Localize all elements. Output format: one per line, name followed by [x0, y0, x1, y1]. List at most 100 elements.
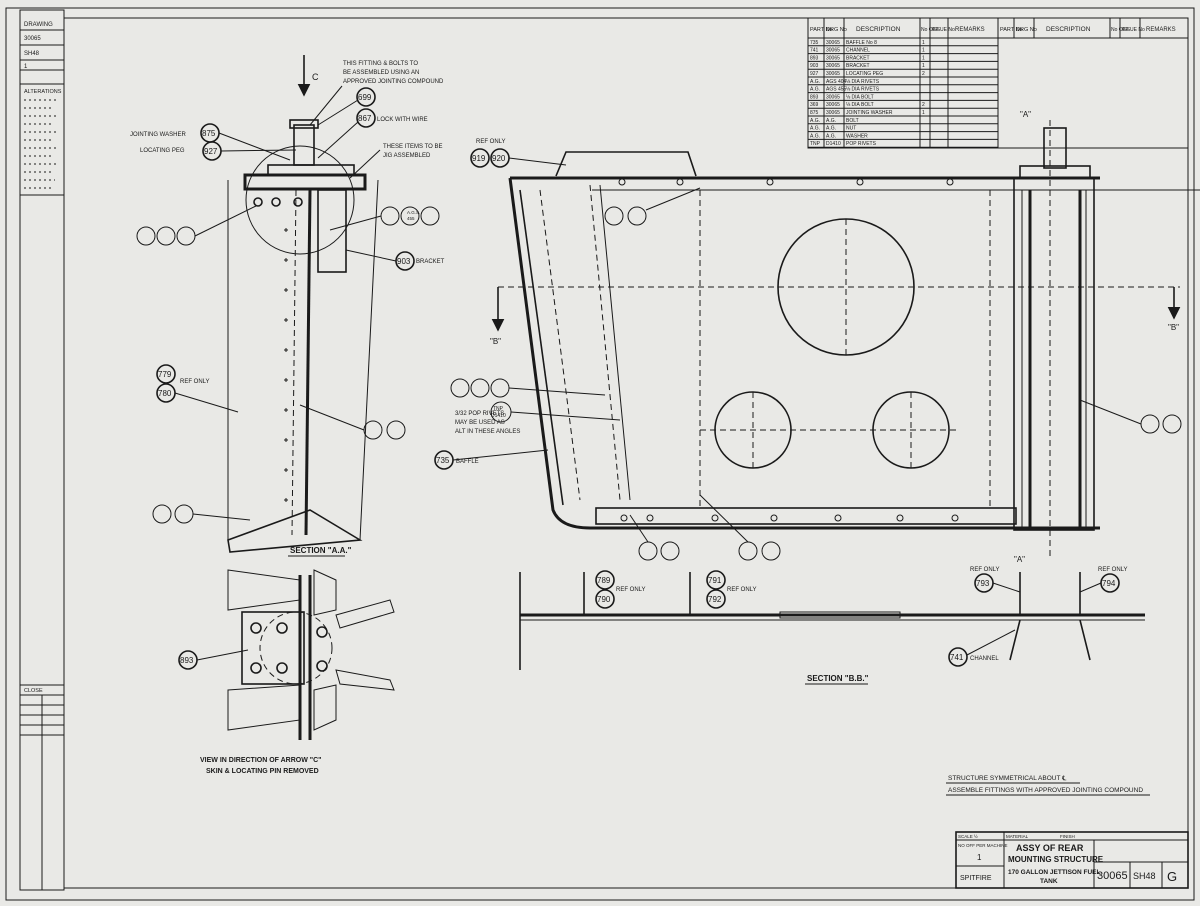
balloon-867-label: 867 — [358, 114, 372, 123]
title-material: MATERIAL — [1006, 834, 1029, 839]
arrow-c-label: C — [312, 72, 319, 82]
table-cell: 735 — [810, 40, 819, 46]
table-cell: 1 — [922, 48, 925, 54]
balloon-741 — [948, 647, 968, 667]
note-these-items-1: THESE ITEMS TO BE — [383, 144, 442, 150]
table-cell: BRACKET — [846, 55, 870, 61]
table-cell: 30065 — [826, 71, 840, 77]
table-cell: A.G. — [826, 126, 836, 132]
cut-a-bottom: "A" — [1014, 555, 1025, 564]
note-locating-peg: LOCATING PEG — [140, 148, 185, 154]
title-line-1: ASSY OF REAR — [1016, 843, 1084, 853]
table-cell: 927 — [810, 71, 819, 77]
balloon-792-label: 792 — [708, 595, 722, 604]
balloon-779 — [156, 364, 176, 384]
rivet-tag-group-9 — [1079, 399, 1182, 434]
table-header-remarks-r: REMARKS — [1146, 27, 1176, 33]
title-block: SCALE ½ MATERIAL FINISH NO OFF PER MACHI… — [955, 831, 1189, 889]
note-these-items-2: JIG ASSEMBLED — [383, 153, 431, 159]
table-cell: 369 — [810, 102, 819, 108]
balloon-791 — [706, 570, 726, 590]
table-cell: A.G. — [810, 126, 820, 132]
table-cell: AGS 404 — [826, 79, 847, 85]
table-cell: 30065 — [826, 40, 840, 46]
balloon-794-label: 794 — [1102, 579, 1116, 588]
note-assemble-fittings: ASSEMBLE FITTINGS WITH APPROVED JOINTING… — [948, 787, 1143, 794]
note-jointing-washer: JOINTING WASHER — [130, 132, 186, 138]
table-cell: 893 — [810, 94, 819, 100]
rivet-tag-ags-2: 455 — [407, 216, 415, 221]
table-header-issue-r: ISSUE No — [1122, 27, 1145, 33]
balloon-699 — [356, 87, 376, 107]
table-cell: TNP — [810, 141, 821, 147]
note-structure-symmetrical: STRUCTURE SYMMETRICAL ABOUT ℄ — [948, 775, 1067, 782]
note-lock-wire: LOCK WITH WIRE — [377, 117, 428, 123]
balloon-875-label: 875 — [202, 129, 216, 138]
balloon-793-label: 793 — [976, 579, 990, 588]
table-cell: 1 — [922, 63, 925, 69]
note-pop-rivets-3: ALT IN THESE ANGLES — [455, 429, 520, 435]
note-ref-only-794: REF ONLY — [1098, 567, 1128, 573]
table-cell: A.G. — [810, 118, 820, 124]
table-cell: POP RIVETS — [846, 141, 877, 147]
table-header-issue: ISSUE No — [932, 27, 955, 33]
table-cell: A.G. — [826, 133, 836, 139]
section-aa-label: SECTION "A.A." — [290, 546, 352, 555]
note-baffle: BAFFLE — [456, 459, 479, 465]
title-sheet-ref: SH48 — [1133, 871, 1156, 881]
balloon-792 — [706, 589, 726, 609]
arrow-c-view: 893 VIEW IN DIRECTION OF ARROW "C" SKIN … — [178, 569, 395, 775]
title-no-off: NO OFF PER MACHINE — [958, 843, 1008, 848]
table-cell: ⅛ DIA BOLT — [846, 94, 874, 100]
view-arrow-note-2: SKIN & LOCATING PIN REMOVED — [206, 768, 319, 775]
rivet-tag-group-1 — [136, 205, 257, 246]
table-cell: 30065 — [826, 63, 840, 69]
rivet-tag-group-3 — [299, 404, 406, 440]
rivet-tag-group-7 — [629, 514, 680, 561]
section-bb-label: SECTION "B.B." — [807, 674, 869, 683]
table-cell: CHANNEL — [846, 48, 870, 54]
table-cell: 741 — [810, 48, 819, 54]
outer-border — [5, 7, 1195, 901]
balloon-789-label: 789 — [597, 576, 611, 585]
balloon-893-label: 893 — [180, 656, 194, 665]
note-fitting-2: BE ASSEMBLED USING AN — [343, 70, 419, 76]
table-cell: 30065 — [826, 55, 840, 61]
rivet-tag-group-6 — [450, 378, 606, 398]
title-issue: G — [1167, 869, 1177, 884]
table-cell: JOINTING WASHER — [846, 110, 893, 116]
balloon-790-label: 790 — [597, 595, 611, 604]
title-aircraft: SPITFIRE — [960, 875, 992, 882]
balloon-919 — [470, 148, 490, 168]
rivet-tag-group-2 — [329, 206, 440, 231]
balloon-790 — [595, 589, 615, 609]
note-ref-only-779: REF ONLY — [180, 379, 210, 385]
main-elevation: 919 920 REF ONLY — [470, 110, 1200, 564]
note-bracket: BRACKET — [416, 259, 445, 265]
note-ref-only-919: REF ONLY — [476, 139, 506, 145]
table-header-off: No OFF — [921, 27, 939, 33]
rivet-tag-group-5 — [604, 187, 701, 226]
side-strip-label-3: 1 — [24, 64, 28, 70]
tnp-tag-line-1: TNP — [493, 406, 504, 412]
table-cell: 1 — [922, 55, 925, 61]
table-cell: 893 — [810, 55, 819, 61]
section-aa-annotations: THIS FITTING & BOLTS TO BE ASSEMBLED USI… — [130, 61, 445, 524]
title-quantity: 1 — [977, 853, 982, 862]
table-cell: ⅛ DIA BOLT — [846, 102, 874, 108]
side-strip-label-2: SH48 — [24, 51, 40, 57]
note-pop-rivets-2: MAY BE USED AS — [455, 420, 505, 426]
balloon-699-label: 699 — [358, 93, 372, 102]
balloon-789 — [595, 570, 615, 590]
table-cell: 30065 — [826, 110, 840, 116]
title-drawing-number: 30065 — [1097, 870, 1128, 882]
note-fitting-3: APPROVED JOINTING COMPOUND — [343, 79, 444, 85]
table-cell: NUT — [846, 126, 856, 132]
table-cell: A.G. — [826, 118, 836, 124]
section-bb-view: 789 790 REF ONLY 791 792 REF ONLY 793 RE… — [519, 567, 1145, 685]
table-cell: 30065 — [826, 94, 840, 100]
balloon-927-label: 927 — [204, 147, 218, 156]
table-cell: 2 — [922, 71, 925, 77]
